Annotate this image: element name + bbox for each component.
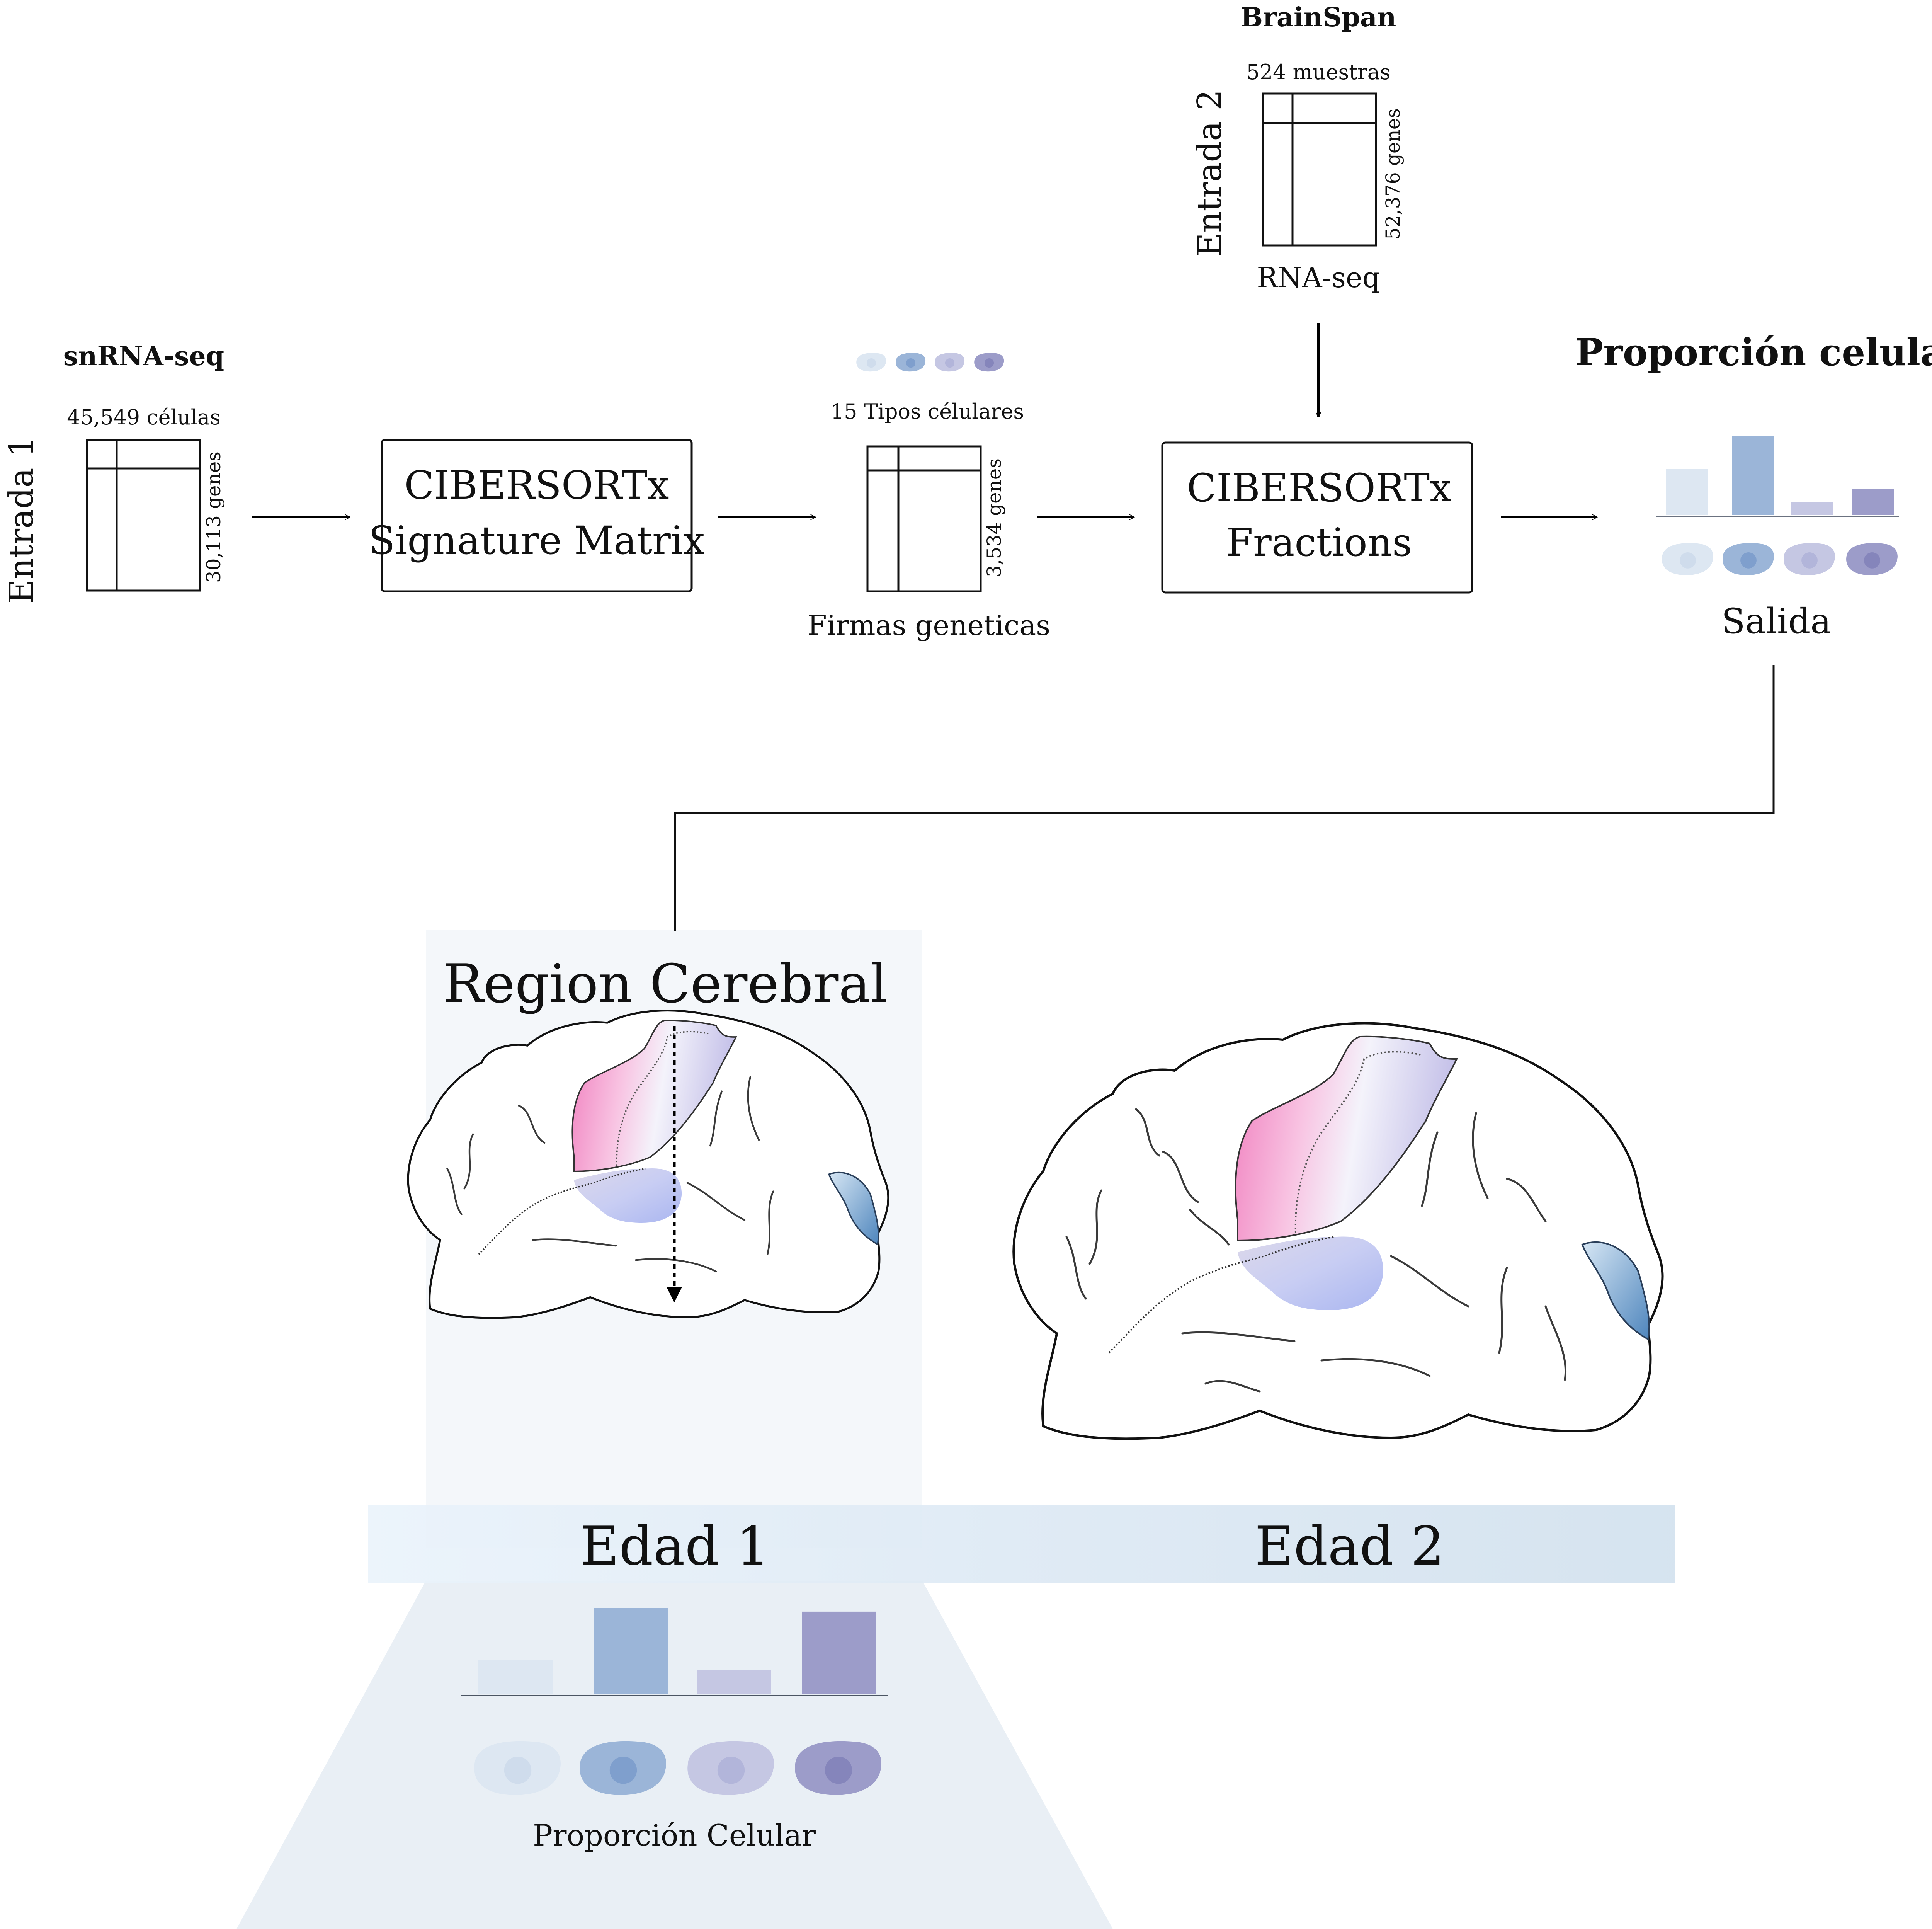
input1-side-label: Entrada 1 (2, 436, 41, 604)
zoom-caption: Proporción Celular (533, 1818, 816, 1852)
input1-matrix-top: 45,549 células (67, 405, 221, 429)
firmas-cell-icons (856, 353, 1004, 372)
output-bar-1 (1666, 469, 1708, 515)
age1-label: Edad 1 (580, 1515, 770, 1577)
input2-side-label: Entrada 2 (1190, 89, 1229, 257)
signature-box-line1: CIBERSORTx (405, 463, 669, 508)
signature-matrix-box (381, 439, 693, 592)
output-bar-3 (1791, 502, 1833, 515)
firmas-caption: Firmas geneticas (808, 609, 1050, 642)
input2-title: BrainSpan (1241, 2, 1396, 33)
region-title: Region Cerebral (443, 953, 887, 1015)
output-cell-icons (1662, 543, 1898, 575)
firmas-matrix-top: 15 Tipos célulares (831, 399, 1024, 424)
brain-age2 (1012, 1022, 1664, 1440)
output-bar-chart (1666, 436, 1894, 515)
firmas-matrix (866, 445, 982, 592)
age2-label: Edad 2 (1255, 1515, 1444, 1577)
firmas-matrix-side: 3,534 genes (983, 458, 1005, 577)
input1-matrix (86, 439, 201, 592)
output-caption: Salida (1721, 601, 1831, 642)
zoom-bar-2 (594, 1608, 668, 1694)
signature-box-line2: Signature Matrix (369, 518, 705, 563)
input2-matrix-side: 52,376 genes (1382, 108, 1404, 240)
zoom-bar-1 (478, 1660, 553, 1694)
output-bar-2 (1732, 436, 1774, 515)
zoom-bar-3 (697, 1670, 771, 1694)
zoom-cell-icons (474, 1741, 881, 1795)
input2-caption: RNA-seq (1257, 261, 1380, 294)
brain-age1 (407, 1010, 889, 1319)
zoom-projection (236, 1581, 1113, 1929)
output-title: Proporción celular (1575, 330, 1932, 374)
zoom-bar-4 (802, 1611, 876, 1694)
input2-matrix-top: 524 muestras (1246, 60, 1390, 84)
fractions-box-line2: Fractions (1226, 520, 1412, 565)
fractions-box (1161, 441, 1473, 594)
input1-matrix-side: 30,113 genes (202, 451, 225, 583)
zoom-bar-chart (478, 1608, 876, 1694)
input1-title: snRNA-seq (63, 341, 224, 372)
output-connector (674, 665, 1775, 931)
fractions-box-line1: CIBERSORTx (1187, 465, 1452, 511)
output-bar-4 (1852, 489, 1894, 515)
input2-matrix (1262, 92, 1377, 247)
age-band (368, 1505, 1675, 1583)
